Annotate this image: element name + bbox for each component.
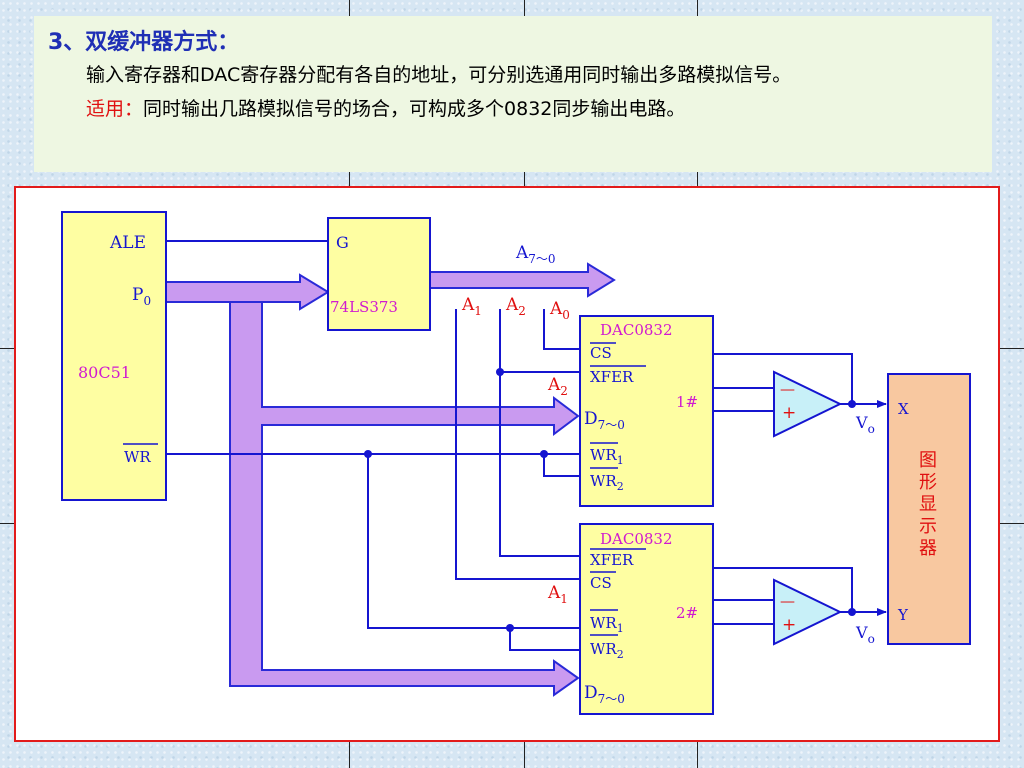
- opamp1-plus: +: [782, 403, 796, 423]
- display-y-label: Y: [897, 606, 909, 624]
- vo1-label: Vo: [855, 413, 875, 436]
- addr-a0-label: A0: [549, 299, 570, 322]
- bus-latch-out: [429, 262, 616, 298]
- opamp1: [773, 370, 843, 438]
- apply-text: 同时输出几路模拟信号的场合，可构成多个0832同步输出电路。: [143, 98, 686, 120]
- bus-a70-label: A7～0: [515, 243, 556, 266]
- circuit-svg: ALE P0 80C51 WR G 74LS373 A7～0 A1 A2 A0 …: [61, 211, 971, 715]
- display-char-5: 器: [919, 538, 937, 559]
- dac1-name-label: DAC0832: [600, 321, 673, 339]
- dac1-xfer-label: XFER: [590, 368, 634, 386]
- dac2-cs-label: CS: [590, 574, 612, 592]
- junction-dots: [364, 368, 856, 632]
- dac2-a-label: A1: [547, 583, 568, 606]
- bus-trunk-to-dacs: [229, 301, 580, 697]
- dac2-d-label: D7～0: [584, 683, 625, 706]
- display-char-2: 形: [919, 472, 937, 493]
- mcu-80c51-block: [61, 211, 167, 501]
- addr-a1-label: A1: [461, 295, 482, 318]
- description-paragraph: 输入寄存器和DAC寄存器分配有各自的地址，可分别选通用同时输出多路模拟信号。: [86, 64, 792, 86]
- circuit-diagram: ALE P0 80C51 WR G 74LS373 A7～0 A1 A2 A0 …: [14, 186, 1000, 742]
- addr-a2-label: A2: [505, 295, 526, 318]
- bus-p0-to-latch: [165, 273, 330, 311]
- dac2-wr2-label: WR2: [590, 640, 624, 661]
- dac1-block: [579, 315, 714, 507]
- dac2-num-label: 2#: [676, 604, 698, 622]
- opamp2-minus: —: [780, 592, 795, 610]
- dac1-cs-label: CS: [590, 344, 612, 362]
- mcu-ale-label: ALE: [109, 233, 146, 253]
- graphic-display-block: [887, 373, 971, 645]
- dac1-d-label: D7～0: [584, 409, 625, 432]
- dac1-wr1-label: WR1: [590, 446, 624, 467]
- mcu-wr-label: WR: [124, 448, 151, 466]
- opamp2-plus: +: [782, 615, 796, 635]
- dac2-name-label: DAC0832: [600, 530, 673, 548]
- wires: [166, 240, 887, 651]
- vo2-label: Vo: [855, 623, 875, 646]
- latch-g-label: G: [336, 233, 349, 252]
- dac1-wr2-label: WR2: [590, 472, 624, 493]
- overbars: [123, 342, 646, 636]
- display-char-3: 显: [919, 494, 937, 515]
- dac1-a-label: A2: [547, 375, 568, 398]
- opamp2: [773, 578, 843, 646]
- opamp1-minus: —: [780, 380, 795, 398]
- text-box: 3、双缓冲器方式： 输入寄存器和DAC寄存器分配有各自的地址，可分别选通用同时输…: [34, 16, 992, 172]
- section-heading: 3、双缓冲器方式：: [48, 30, 240, 55]
- latch-74ls373-block: [327, 217, 431, 331]
- dac2-wr1-label: WR1: [590, 614, 624, 635]
- display-char-1: 图: [919, 450, 937, 471]
- latch-name-label: 74LS373: [330, 298, 398, 316]
- mcu-name-label: 80C51: [78, 363, 131, 382]
- display-title: 图 形 显 示 器: [919, 450, 937, 559]
- application-paragraph: 适用：同时输出几路模拟信号的场合，可构成多个0832同步输出电路。: [48, 92, 978, 126]
- display-char-4: 示: [919, 516, 937, 537]
- apply-label: 适用：: [86, 98, 144, 120]
- dac1-num-label: 1#: [676, 393, 698, 411]
- dac2-xfer-label: XFER: [590, 551, 634, 569]
- dac2-block: [579, 523, 714, 715]
- display-x-label: X: [898, 400, 909, 418]
- mcu-p0-label: P0: [132, 285, 151, 308]
